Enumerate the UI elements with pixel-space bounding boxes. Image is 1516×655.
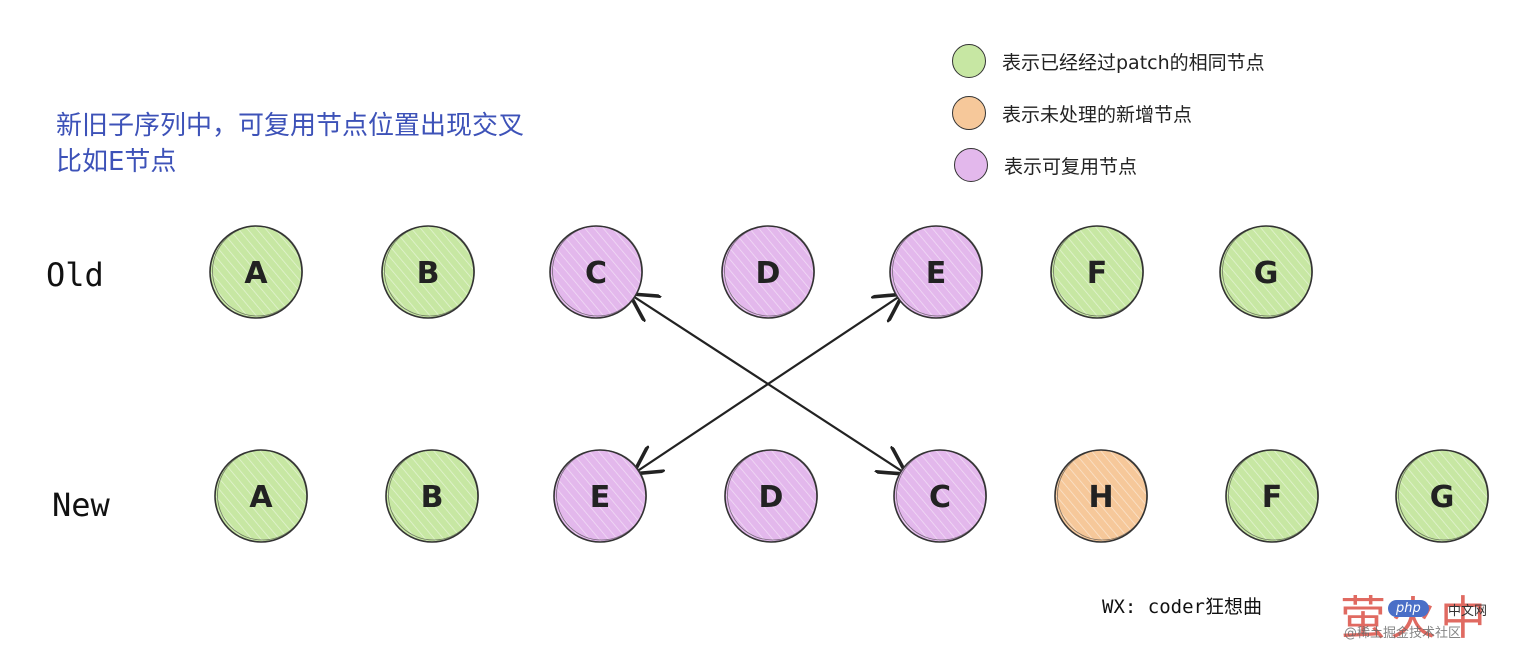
node-new-a: A: [214, 449, 308, 543]
node-label: C: [929, 480, 951, 515]
node-sketch-outline: [896, 449, 987, 541]
node-label: F: [1262, 480, 1283, 515]
node-label: A: [244, 256, 268, 291]
node-old-b: B: [381, 225, 475, 319]
node-new-d: D: [724, 449, 818, 543]
legend-dot-reusable: [954, 148, 988, 182]
node-label: H: [1088, 480, 1113, 515]
node-label: G: [1254, 256, 1279, 291]
arrow-new-e-to-old-e: [633, 294, 902, 474]
node-sketch-outline: [1222, 225, 1313, 317]
node-old-g: G: [1219, 225, 1313, 319]
node-sketch-outline: [384, 225, 475, 317]
node-sketch-outline: [1057, 449, 1148, 541]
node-old-f: F: [1050, 225, 1144, 319]
node-sketch-outline: [1228, 449, 1319, 541]
legend-dot-new: [952, 96, 986, 130]
node-label: E: [590, 480, 611, 515]
watermark-php-badge: php: [1388, 600, 1429, 617]
legend-item-reusable: 表示可复用节点: [954, 148, 1137, 182]
author-credit: WX: coder狂想曲: [1102, 596, 1262, 618]
node-sketch-outline: [556, 449, 647, 541]
legend-label-patched: 表示已经经过patch的相同节点: [1002, 51, 1265, 74]
node-sketch-outline: [724, 225, 815, 317]
node-sketch-outline: [727, 449, 818, 541]
node-sketch-outline: [217, 449, 308, 541]
node-old-a: A: [209, 225, 303, 319]
row-label-new: New: [52, 486, 110, 524]
node-new-g: G: [1395, 449, 1489, 543]
node-new-b: B: [385, 449, 479, 543]
legend-dot-patched: [952, 44, 986, 78]
legend-label-new: 表示未处理的新增节点: [1002, 103, 1193, 126]
node-sketch-outline: [212, 225, 303, 317]
watermark-suffix: 中文网: [1448, 604, 1488, 619]
nodes-layer: A B C D E F G A B E D C H F G: [209, 225, 1489, 543]
node-old-c: C: [549, 225, 643, 319]
legend-item-new: 表示未处理的新增节点: [952, 96, 1192, 130]
node-label: E: [926, 256, 947, 291]
node-label: D: [759, 480, 784, 515]
watermark: 萤火中 php 中文网 @稀土掘金技术社区: [1340, 586, 1510, 646]
node-label: B: [417, 256, 440, 291]
watermark-subtext: @稀土掘金技术社区: [1344, 626, 1462, 641]
node-sketch-outline: [892, 225, 983, 317]
node-sketch-outline: [552, 225, 643, 317]
description-line-2: 比如E节点: [56, 147, 177, 177]
legend-label-reusable: 表示可复用节点: [1004, 155, 1138, 178]
node-label: G: [1430, 480, 1455, 515]
node-label: B: [421, 480, 444, 515]
node-old-e: E: [889, 225, 983, 319]
arrows-layer: [630, 294, 907, 474]
node-sketch-outline: [388, 449, 479, 541]
legend-item-patched: 表示已经经过patch的相同节点: [952, 44, 1265, 78]
node-new-c: C: [893, 449, 987, 543]
node-label: D: [756, 256, 781, 291]
node-label: A: [249, 480, 273, 515]
node-old-d: D: [721, 225, 815, 319]
description-line-1: 新旧子序列中，可复用节点位置出现交叉: [56, 111, 525, 141]
node-sketch-outline: [1053, 225, 1144, 317]
node-sketch-outline: [1398, 449, 1489, 541]
row-label-old: Old: [46, 256, 104, 294]
node-new-f: F: [1225, 449, 1319, 543]
node-new-h: H: [1054, 449, 1148, 543]
node-label: C: [585, 256, 607, 291]
node-label: F: [1087, 256, 1108, 291]
node-new-e: E: [553, 449, 647, 543]
description: 新旧子序列中，可复用节点位置出现交叉 比如E节点: [56, 108, 524, 180]
